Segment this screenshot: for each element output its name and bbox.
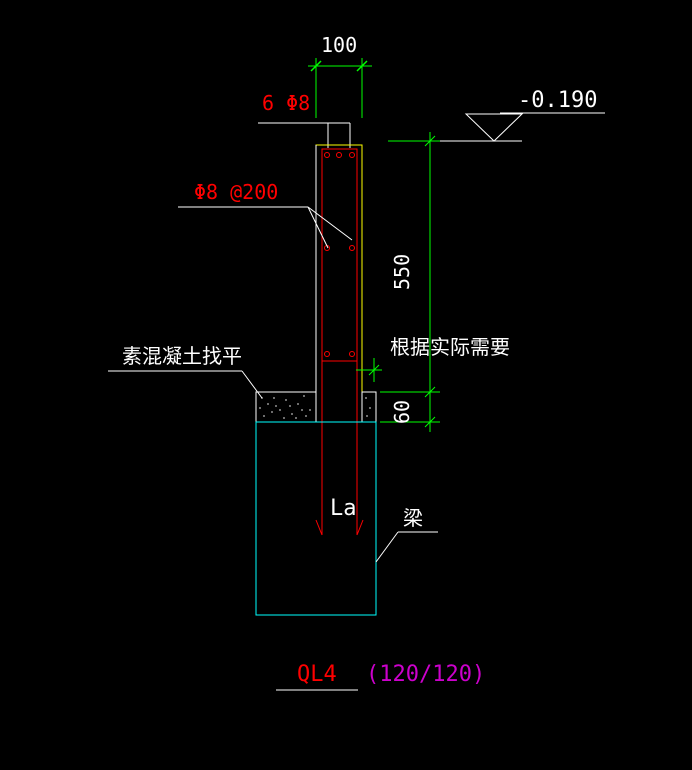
drawing-title: QL4 (120/120) (276, 662, 485, 691)
dimension-vertical (380, 132, 440, 432)
main-bars-annotation: 6 Φ8 (258, 91, 351, 148)
anchorage-text: La (330, 496, 357, 521)
main-bars-text: 6 Φ8 (262, 91, 310, 115)
beam-annotation: 梁 (375, 506, 438, 563)
stirrup-annotation: Φ8 @200 (178, 180, 353, 249)
wall-outline (315, 144, 363, 423)
dimension-width-text: 100 (321, 33, 357, 57)
beam-outline (255, 421, 377, 616)
rebar-points (324, 152, 355, 357)
elevation-text: -0.190 (518, 88, 597, 113)
dimension-550-text: 550 (390, 254, 414, 290)
elevation-marker: -0.190 (440, 88, 605, 142)
leveling-text: 素混凝土找平 (122, 344, 242, 368)
rebar-cage (315, 148, 364, 536)
dimension-width-top: 100 (308, 33, 372, 118)
stirrup-text: Φ8 @200 (194, 180, 278, 204)
leveling-concrete: 素混凝土找平 (108, 344, 377, 423)
as-needed-text: 根据实际需要 (390, 335, 510, 359)
beam-text: 梁 (403, 506, 423, 530)
title-code: QL4 (297, 662, 337, 687)
dimension-60-text: 60 (390, 400, 414, 424)
dimension-offset (356, 358, 382, 382)
title-size: (120/120) (366, 662, 485, 687)
